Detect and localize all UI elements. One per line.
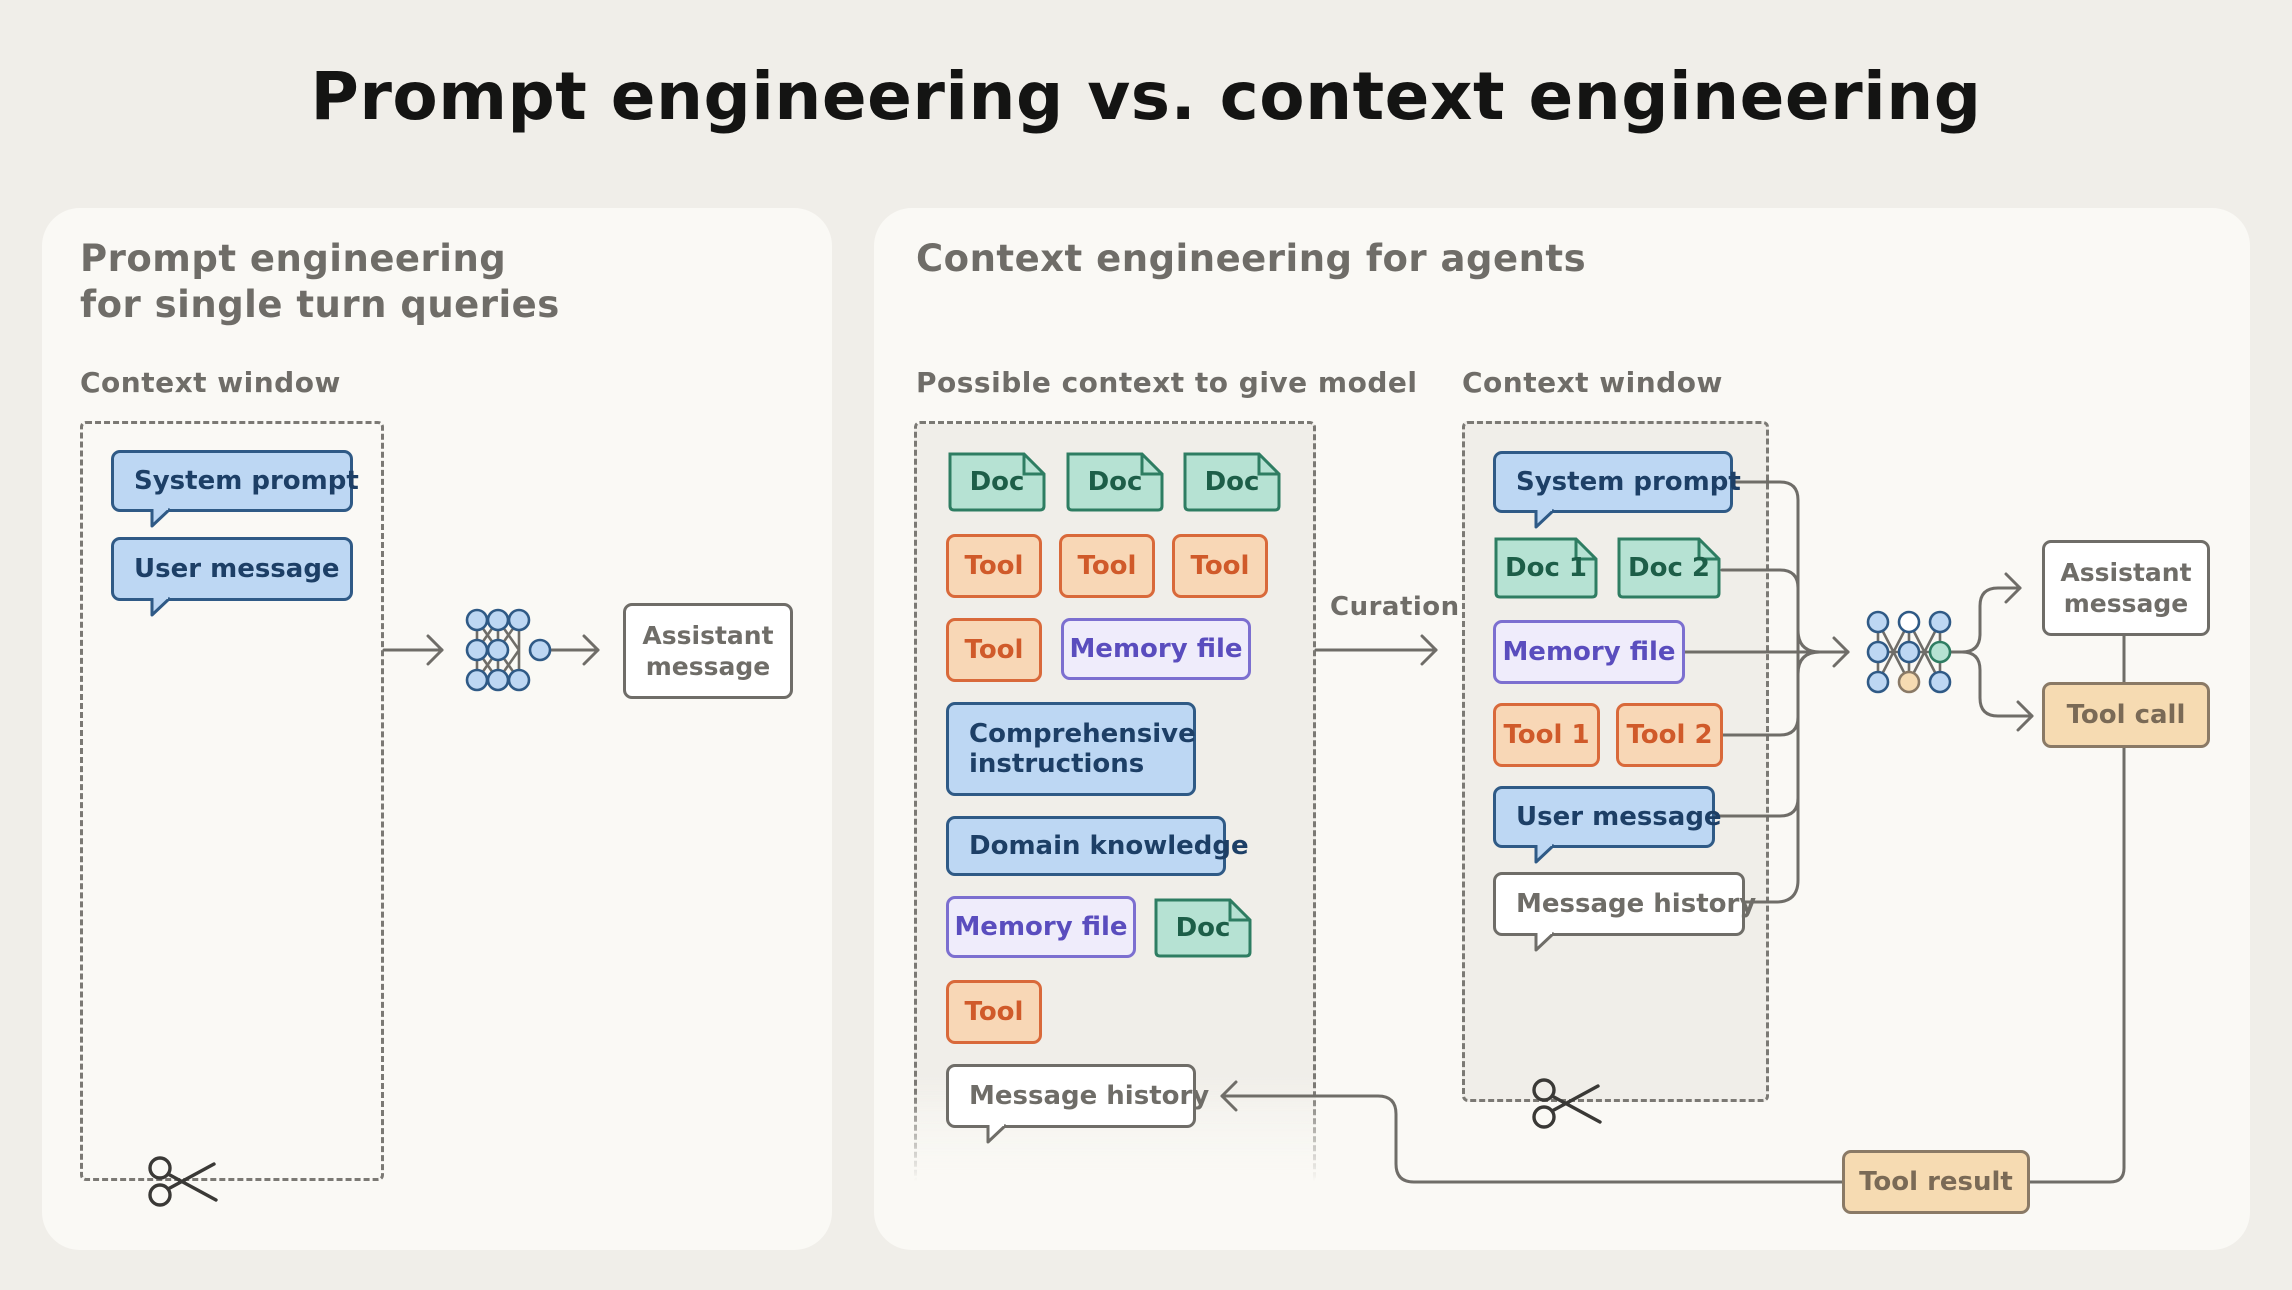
right-output-line2: message [2063, 589, 2189, 618]
window-system-prompt: System prompt [1493, 451, 1741, 513]
window-doc-2: Doc 2 [1615, 535, 1723, 601]
left-assistant-message: Assistant message [623, 603, 793, 699]
possible-doc-4-label: Doc [1175, 913, 1231, 943]
window-doc-1-label: Doc 1 [1505, 553, 1587, 583]
possible-tool-1: Tool [946, 534, 1042, 598]
result-to-history [1220, 1094, 1844, 1184]
possible-tool-2: Tool [1059, 534, 1155, 598]
possible-tool-3: Tool [1172, 534, 1268, 598]
possible-doc-2: Doc [1064, 450, 1166, 514]
right-model-network-icon [1866, 610, 1952, 694]
possible-context-label: Possible context to give model [916, 366, 1418, 399]
left-title-line1: Prompt engineering [80, 237, 507, 280]
possible-comprehensive-instructions: Comprehensive instructions [946, 702, 1196, 796]
window-memory-file: Memory file [1493, 620, 1685, 684]
left-output-line1: Assistant [642, 621, 774, 650]
toolcall-to-result [2028, 746, 2126, 1184]
left-output-line2: message [645, 652, 771, 681]
left-scissors-icon [148, 1156, 218, 1207]
curation-label: Curation [1330, 592, 1460, 622]
left-panel-title: Prompt engineering for single turn queri… [80, 236, 560, 328]
right-window-label: Context window [1462, 366, 1723, 399]
left-panel [42, 208, 832, 1250]
possible-doc-3: Doc [1181, 450, 1283, 514]
left-user-message: User message [111, 537, 353, 601]
window-tool-2: Tool 2 [1616, 703, 1723, 767]
right-assistant-message: Assistant message [2042, 540, 2210, 636]
window-doc-2-label: Doc 2 [1628, 553, 1710, 583]
possible-tool-5: Tool [946, 980, 1042, 1044]
possible-domain-knowledge: Domain knowledge [946, 816, 1249, 876]
window-user-message: User message [1493, 786, 1722, 848]
right-panel-title: Context engineering for agents [916, 237, 1587, 280]
left-title-line2: for single turn queries [80, 283, 560, 326]
possible-doc-3-label: Doc [1204, 467, 1260, 497]
possible-tool-4: Tool [946, 618, 1042, 682]
tool-call: Tool call [2042, 682, 2210, 748]
left-system-prompt: System prompt [111, 450, 359, 512]
bus-system [1730, 480, 1800, 904]
right-scissors-icon [1532, 1078, 1602, 1129]
right-output-line1: Assistant [2060, 558, 2192, 587]
left-window-label: Context window [80, 366, 341, 399]
tool-result: Tool result [1842, 1150, 2030, 1214]
possible-doc-1: Doc [946, 450, 1048, 514]
possible-doc-1-label: Doc [969, 467, 1025, 497]
window-doc-1: Doc 1 [1492, 535, 1600, 601]
bus-user [1712, 796, 1800, 818]
possible-memory-2: Memory file [946, 896, 1136, 958]
comprehensive-line2: instructions [969, 749, 1145, 779]
bus-doc2 [1720, 568, 1800, 590]
window-tool-1: Tool 1 [1493, 703, 1600, 767]
left-model-network-icon [465, 608, 552, 692]
main-title: Prompt engineering vs. context engineeri… [310, 58, 1982, 135]
window-message-history: Message history [1493, 872, 1756, 936]
bus-tool2 [1720, 715, 1800, 737]
possible-doc-2-label: Doc [1087, 467, 1143, 497]
possible-doc-4: Doc [1152, 896, 1254, 960]
fork-out [1940, 586, 2022, 654]
possible-memory-1: Memory file [1061, 618, 1251, 680]
left-context-window [80, 421, 384, 1181]
possible-message-history: Message history [946, 1064, 1209, 1128]
comprehensive-line1: Comprehensive [969, 719, 1196, 749]
